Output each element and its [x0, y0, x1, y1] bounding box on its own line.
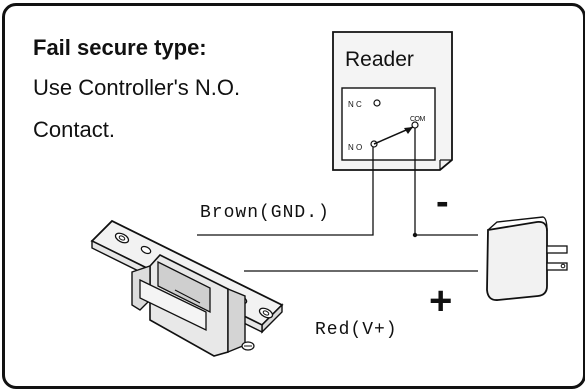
diagram-frame — [2, 3, 585, 389]
electric-strike-icon — [90, 219, 284, 357]
minus-sign: - — [436, 181, 449, 223]
wiring-instruction-line-2: Contact. — [33, 117, 115, 142]
reader-unit: Reader N C COM N O — [332, 31, 453, 171]
wiring-diagram: Reader N C COM N O Brown(GND.) Red(V+) -… — [90, 31, 568, 357]
com-terminal-label: COM — [410, 116, 426, 123]
wire-junction — [412, 232, 418, 238]
reader-terminal-panel — [341, 87, 436, 161]
brown-wire-label: Brown(GND.) — [200, 203, 330, 223]
red-wire-label: Red(V+) — [315, 320, 398, 340]
reader-label: Reader — [345, 48, 414, 71]
no-terminal-label: N O — [348, 143, 362, 152]
wiring-type-title: Fail secure type: — [33, 35, 207, 60]
nc-terminal — [373, 99, 381, 107]
plus-sign: + — [429, 279, 452, 323]
nc-terminal-label: N C — [348, 100, 362, 109]
power-adapter-icon — [486, 216, 568, 301]
no-wire — [197, 147, 374, 236]
wiring-instruction-line-1: Use Controller's N.O. — [33, 75, 241, 100]
